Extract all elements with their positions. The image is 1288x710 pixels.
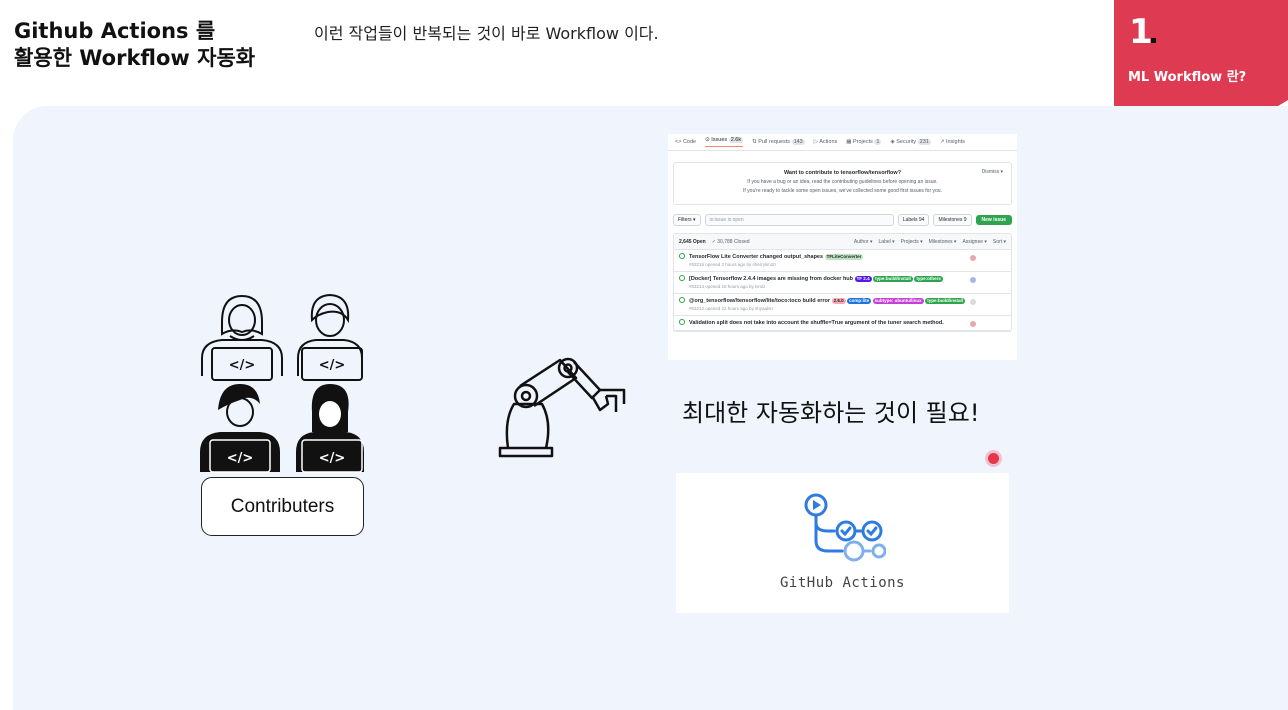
contributors-illustration: </> </> </> </> <box>200 293 364 473</box>
open-count[interactable]: 2,645 Open <box>679 238 706 245</box>
issue-search-input[interactable]: is:issue is:open <box>704 213 894 226</box>
issue-label[interactable]: subtype: ubuntu/linux <box>872 298 924 304</box>
new-issue-button[interactable]: New issue <box>975 214 1012 225</box>
page-title: Github Actions 를 활용한 Workflow 자동화 <box>14 18 255 72</box>
sort-filter[interactable]: Sort ▾ <box>992 238 1006 245</box>
section-number: 1 <box>1129 12 1153 52</box>
issue-title[interactable]: @org_tensorflow//tensorflow/lite/toco:to… <box>689 298 831 304</box>
tab-pull-requests[interactable]: ⇅ Pull requests 143 <box>752 139 805 145</box>
issue-label[interactable]: 2.6.0 <box>831 298 846 304</box>
slide-subtitle: 이런 작업들이 반복되는 것이 바로 Workflow 이다. <box>314 24 659 43</box>
banner-title: Want to contribute to tensorflow/tensorf… <box>783 170 902 176</box>
issue-row[interactable]: @org_tensorflow//tensorflow/lite/toco:to… <box>674 294 1011 316</box>
issue-label[interactable]: TF 2.4 <box>854 276 872 282</box>
open-issue-icon <box>679 253 685 259</box>
issue-list: 2,645 Open ✓ 30,788 Closed Author ▾ Labe… <box>673 233 1012 332</box>
tab-actions[interactable]: ▷ Actions <box>813 139 838 145</box>
issue-label[interactable]: type:build/install <box>873 276 913 282</box>
open-issue-icon <box>679 297 685 303</box>
issue-label[interactable]: type:others <box>914 276 943 282</box>
github-actions-label: GitHub Actions <box>779 575 905 591</box>
robot-arm-icon <box>498 357 626 458</box>
projects-filter[interactable]: Projects ▾ <box>900 238 923 245</box>
code-symbol-1: </> <box>229 358 256 373</box>
issue-meta: #53215 opened 2 hours ago by sherrylim20 <box>689 262 776 267</box>
tab-issues[interactable]: ⊙ Issues 2.6k <box>705 137 744 147</box>
person-outline-2 <box>297 293 363 381</box>
code-symbol-4: </> <box>319 451 346 466</box>
issue-row[interactable]: TensorFlow Lite Converter changed output… <box>674 250 1011 272</box>
milestones-button[interactable]: Milestones 9 <box>933 213 972 226</box>
author-filter[interactable]: Author ▾ <box>853 238 873 245</box>
github-actions-logo-card: GitHub Actions <box>676 473 1009 613</box>
section-label: ML Workflow 란? <box>1128 70 1247 85</box>
avatar <box>970 321 976 327</box>
issue-title[interactable]: TensorFlow Lite Converter changed output… <box>689 254 824 260</box>
person-filled-3 <box>200 384 280 473</box>
milestones-filter[interactable]: Milestones ▾ <box>928 238 957 245</box>
dismiss-button[interactable]: Dismiss ▾ <box>981 169 1003 175</box>
assignee-filter[interactable]: Assignee ▾ <box>962 238 987 245</box>
tab-code[interactable]: <> Code <box>675 139 697 145</box>
label-filter[interactable]: Label ▾ <box>878 238 895 245</box>
avatar <box>970 255 976 261</box>
contributors-label-box: Contributers <box>201 477 364 536</box>
record-indicator-icon <box>988 453 999 464</box>
automation-callout: 최대한 자동화하는 것이 필요! <box>682 399 980 427</box>
code-symbol-3: </> <box>227 451 254 466</box>
issue-row[interactable]: [Docker] Tensorflow 2.4.4 images are mis… <box>674 272 1011 294</box>
github-repo-tabs: <> Code ⊙ Issues 2.6k ⇅ Pull requests 14… <box>668 134 1017 151</box>
issue-label[interactable]: TFLiteConverter <box>824 254 864 260</box>
page-title-line2: 활용한 Workflow 자동화 <box>14 46 256 70</box>
avatar <box>970 299 976 305</box>
section-number-dot <box>1151 38 1156 43</box>
code-symbol-2: </> <box>319 358 346 373</box>
open-issue-icon <box>679 319 685 325</box>
open-issue-icon <box>679 275 685 281</box>
tab-projects[interactable]: ▦ Projects 1 <box>846 139 882 145</box>
filters-button[interactable]: Filters ▾ <box>673 213 701 226</box>
issue-meta: #53214 opened 18 hours ago by lvmlz <box>689 284 766 289</box>
person-filled-4 <box>296 384 364 473</box>
contribute-banner: Want to contribute to tensorflow/tensorf… <box>673 162 1012 205</box>
github-actions-icon <box>804 493 886 562</box>
issue-row[interactable]: Validation split does not take into acco… <box>674 316 1011 331</box>
page-title-line1: Github Actions 를 <box>14 19 216 43</box>
github-issues-screenshot: <> Code ⊙ Issues 2.6k ⇅ Pull requests 14… <box>668 134 1017 360</box>
issue-list-header: 2,645 Open ✓ 30,788 Closed Author ▾ Labe… <box>674 234 1011 250</box>
issue-title[interactable]: Validation split does not take into acco… <box>689 320 944 326</box>
content-panel <box>13 106 1288 710</box>
issue-filter-bar: Filters ▾ is:issue is:open Labels 94 Mil… <box>673 213 1012 226</box>
issue-meta: #53212 opened 22 hours ago by shyaalsn <box>689 306 773 311</box>
banner-line-2: If you're ready to tackle some open issu… <box>743 188 942 194</box>
banner-line-1: If you have a bug or an idea, read the c… <box>747 179 938 185</box>
tab-insights[interactable]: ↗ Insights <box>939 139 965 145</box>
issue-label[interactable]: comp:lite <box>847 298 872 304</box>
closed-count[interactable]: ✓ 30,788 Closed <box>711 238 750 245</box>
issue-label[interactable]: type:build/install <box>925 298 965 304</box>
avatar <box>970 277 976 283</box>
person-outline-1 <box>201 294 283 381</box>
tab-security[interactable]: ◈ Security 231 <box>890 139 931 145</box>
issue-title[interactable]: [Docker] Tensorflow 2.4.4 images are mis… <box>689 276 854 282</box>
labels-button[interactable]: Labels 94 <box>897 213 930 226</box>
